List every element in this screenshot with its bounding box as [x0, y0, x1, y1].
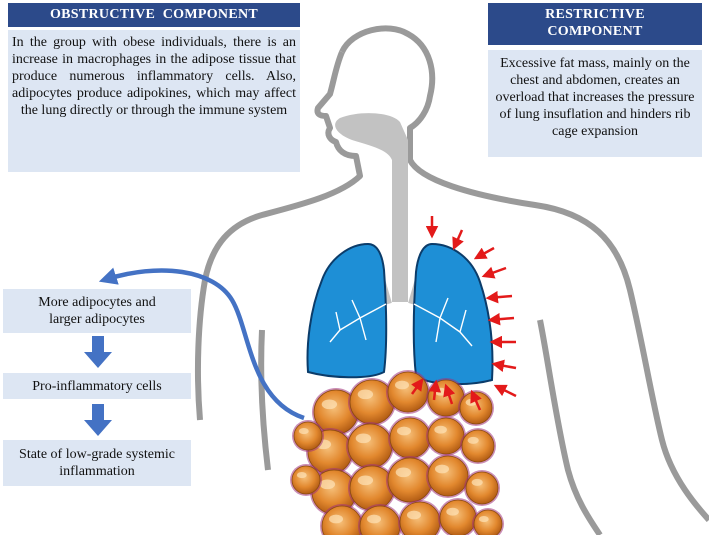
adipocyte-highlight [367, 514, 381, 524]
obstructive-title: OBSTRUCTIVE COMPONENT [49, 7, 259, 22]
adipocyte [465, 471, 499, 505]
adipocyte-highlight [434, 425, 447, 434]
curved-arrow-icon [98, 267, 305, 421]
obstructive-header: OBSTRUCTIVE COMPONENT [8, 3, 300, 27]
adipocyte-highlight [296, 472, 307, 479]
adipocyte [387, 457, 433, 503]
adipocyte [427, 455, 469, 497]
adipocyte-highlight [329, 514, 343, 524]
adipocyte-highlight [298, 428, 309, 435]
flow-step-adipocytes: More adipocytes and larger adipocytes [3, 289, 191, 333]
adipocyte-highlight [357, 389, 374, 400]
adipocyte [347, 423, 393, 469]
adipocyte [293, 421, 323, 451]
adipocyte-highlight [397, 426, 411, 436]
adipocyte-highlight [321, 399, 338, 410]
adipocyte-cluster-icon [290, 370, 504, 535]
adipocyte [427, 417, 465, 455]
adipocyte-highlight [471, 478, 483, 486]
down-arrow-icon [84, 404, 112, 436]
obstructive-description: In the group with obese individuals, the… [8, 30, 300, 172]
adipocyte-highlight [357, 475, 374, 486]
lungs-icon [306, 242, 494, 386]
adipocyte-highlight [407, 510, 421, 520]
adipocyte-highlight [435, 464, 449, 474]
adipocyte-highlight [355, 433, 372, 444]
flow-step-text: More adipocytes and larger adipocytes [38, 295, 156, 327]
down-arrow-icon [84, 336, 112, 368]
adipocyte [459, 391, 493, 425]
pressure-arrows-icon [410, 216, 517, 411]
restrictive-header: RESTRICTIVE COMPONENT [488, 3, 702, 45]
adipocyte [387, 371, 429, 413]
obstructive-text: In the group with obese individuals, the… [12, 35, 296, 118]
adipocyte-highlight [478, 516, 489, 523]
adipocyte [291, 465, 321, 495]
adipocyte [473, 509, 503, 535]
restrictive-description: Excessive fat mass, mainly on the chest … [488, 50, 702, 157]
restrictive-text: Excessive fat mass, mainly on the chest … [495, 56, 695, 139]
adipocyte-highlight [446, 507, 459, 516]
flow-step-pro-inflammatory: Pro-inflammatory cells [3, 373, 191, 399]
adipocyte [439, 499, 477, 535]
adipocyte-highlight [395, 380, 409, 390]
flow-down-arrows [84, 336, 112, 436]
adipocyte-highlight [319, 479, 336, 490]
adipocyte-highlight [467, 436, 479, 444]
flow-step-inflammation: State of low-grade systemic inflammation [3, 440, 191, 486]
flow-step-text: Pro-inflammatory cells [32, 378, 162, 394]
adipocyte-highlight [395, 467, 412, 478]
restrictive-title-line1: RESTRICTIVE [545, 7, 645, 22]
flow-step-text: State of low-grade systemic inflammation [19, 447, 175, 479]
adipocyte [461, 429, 495, 463]
adipocyte [389, 417, 431, 459]
restrictive-title-line2: COMPONENT [547, 24, 643, 39]
